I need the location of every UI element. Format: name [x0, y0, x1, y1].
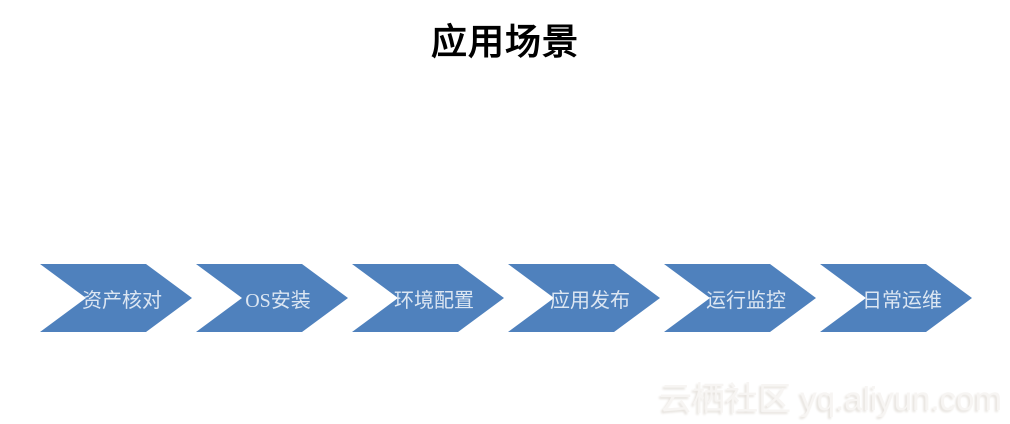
- flow-step-label: 日常运维: [862, 289, 942, 312]
- flow-step-label: 资产核对: [82, 289, 162, 312]
- flow-step-label: OS安装: [245, 289, 311, 312]
- flow-step-app-release: 应用发布: [508, 264, 660, 332]
- flow-step-daily-operations: 日常运维: [820, 264, 972, 332]
- watermark: 云栖社区 yq.aliyun.com: [659, 380, 1002, 417]
- flow-step-os-install: OS安装: [196, 264, 348, 332]
- flow-step-label: 环境配置: [394, 289, 474, 312]
- flow-step-run-monitoring: 运行监控: [664, 264, 816, 332]
- flow-step-env-config: 环境配置: [352, 264, 504, 332]
- flow-step-asset-verification: 资产核对: [40, 264, 192, 332]
- flow-step-label: 应用发布: [550, 289, 630, 312]
- page-title: 应用场景: [430, 21, 579, 62]
- flow-step-label: 运行监控: [706, 289, 786, 312]
- process-flow: 资产核对 OS安装 环境配置 应用发布 运行监控 日常运维: [40, 264, 972, 332]
